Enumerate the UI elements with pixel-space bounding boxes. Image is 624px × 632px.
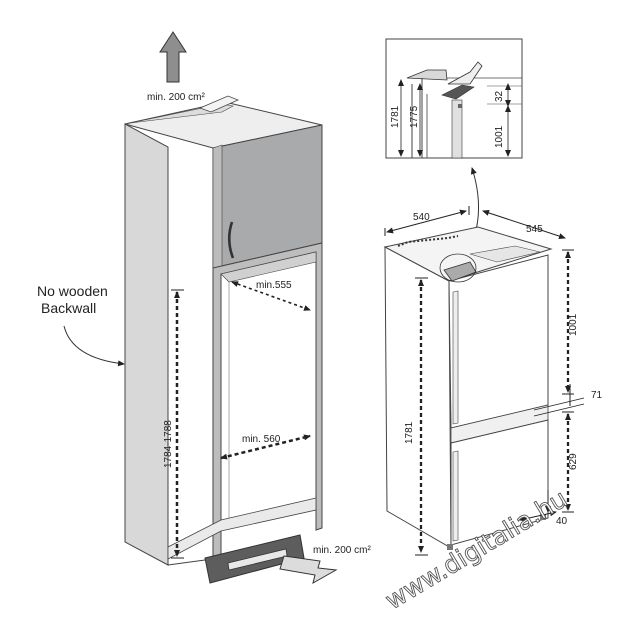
curved-arrow-icon xyxy=(63,325,125,367)
fridge-side xyxy=(384,246,452,549)
detail-1001-label: 1001 xyxy=(494,125,505,148)
cabinet xyxy=(124,95,323,584)
niche-dimensions xyxy=(171,281,311,559)
hinge-icon xyxy=(439,253,477,283)
cabinet-left-side xyxy=(124,123,169,566)
foot-label: 40 xyxy=(556,516,568,527)
vent-top-label: min. 200 cm² xyxy=(147,92,205,103)
right-arrow-icon xyxy=(279,555,338,585)
detail-1781-label: 1781 xyxy=(390,105,401,128)
detail-32-label: 32 xyxy=(494,90,505,102)
lower-height-label: 629 xyxy=(568,453,579,470)
up-arrow-icon xyxy=(159,31,187,83)
detail-1775-label: 1775 xyxy=(409,105,420,128)
detail-inset xyxy=(385,38,523,159)
no-backwall-label-2: Backwall xyxy=(41,300,96,316)
niche-depth-label: min.555 xyxy=(256,280,292,291)
vent-bottom-label: min. 200 cm² xyxy=(313,545,371,556)
fridge-height-label: 1781 xyxy=(404,421,415,444)
upper-height-label: 1001 xyxy=(568,313,579,336)
fridge-depth-label: 545 xyxy=(526,224,543,235)
fridge-width-label: 540 xyxy=(413,212,430,223)
niche-width-label: min. 560 xyxy=(242,434,281,445)
niche-height-label: 1784-1788 xyxy=(163,420,174,468)
gap-label: 71 xyxy=(591,390,603,401)
door-handle-icon xyxy=(227,221,235,259)
fridge-dimensions xyxy=(384,206,585,556)
no-backwall-label-1: No wooden xyxy=(37,283,108,299)
